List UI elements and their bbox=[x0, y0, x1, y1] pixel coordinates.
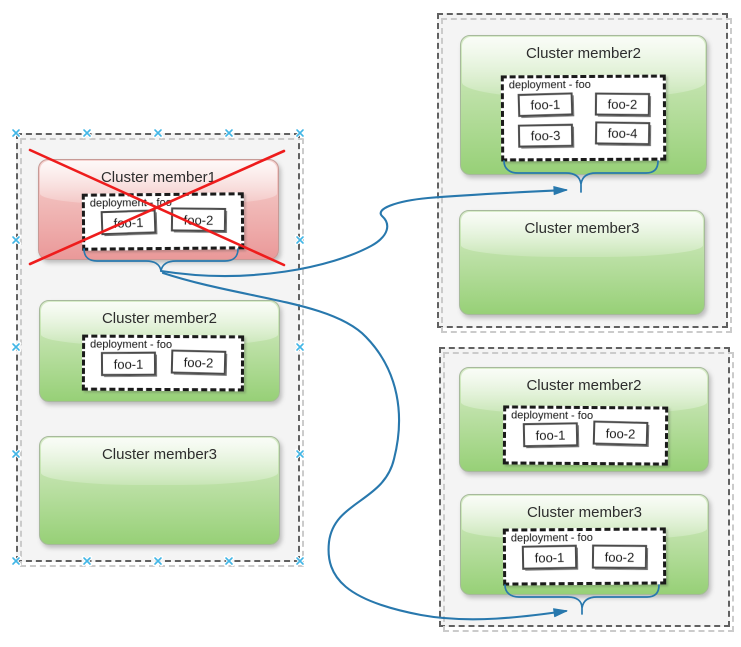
cluster-member3-box[interactable]: Cluster member3 bbox=[39, 436, 280, 545]
member-label: Cluster member3 bbox=[524, 220, 640, 237]
cluster-member3-box[interactable]: Cluster member3 deployment - foo foo-1 f… bbox=[460, 494, 709, 595]
foo-instance[interactable]: foo-2 bbox=[594, 92, 650, 117]
foo-instance[interactable]: foo-1 bbox=[100, 209, 156, 236]
deployment-label: deployment - foo bbox=[511, 409, 594, 423]
deployment-label: deployment - foo bbox=[90, 338, 173, 352]
foo-instance[interactable]: foo-1 bbox=[522, 422, 579, 448]
deployment-label: deployment - foo bbox=[508, 78, 591, 92]
member-label: Cluster member3 bbox=[101, 446, 218, 463]
cluster-member1-failed-box[interactable]: Cluster member1 deployment - foo foo-1 f… bbox=[38, 159, 279, 260]
deployment-foo-box[interactable]: deployment - foo foo-1 foo-2 bbox=[502, 405, 669, 466]
foo-instance[interactable]: foo-2 bbox=[592, 420, 649, 446]
foo-instance[interactable]: foo-2 bbox=[170, 349, 226, 375]
member-label: Cluster member2 bbox=[525, 45, 642, 62]
member-label: Cluster member1 bbox=[100, 169, 217, 186]
cluster-group-option-a[interactable]: Cluster member2 deployment - foo foo-1 f… bbox=[437, 13, 732, 333]
foo-instance[interactable]: foo-1 bbox=[517, 92, 573, 118]
deployment-foo-box[interactable]: deployment - foo foo-1 foo-2 bbox=[81, 192, 245, 251]
deployment-foo-box[interactable]: deployment - foo foo-1 foo-2 bbox=[81, 334, 245, 392]
foo-instance[interactable]: foo-2 bbox=[170, 207, 226, 232]
instance-row: foo-1 foo-2 bbox=[85, 349, 241, 377]
deployment-foo-box[interactable]: deployment - foo foo-1 foo-2 bbox=[502, 527, 667, 586]
foo-instance[interactable]: foo-4 bbox=[594, 121, 650, 146]
member-label: Cluster member2 bbox=[526, 377, 642, 394]
deployment-foo-box[interactable]: deployment - foo foo-1 foo-2 foo-3 foo-4 bbox=[500, 74, 667, 162]
instance-row: foo-1 foo-2 bbox=[85, 207, 241, 236]
instance-grid: foo-1 foo-2 foo-3 foo-4 bbox=[504, 92, 663, 148]
cluster-member2-box[interactable]: Cluster member2 deployment - foo foo-1 f… bbox=[39, 300, 280, 402]
member-label: Cluster member3 bbox=[526, 504, 643, 521]
foo-instance[interactable]: foo-2 bbox=[591, 544, 648, 569]
cluster-member2-box[interactable]: Cluster member2 deployment - foo foo-1 f… bbox=[459, 367, 709, 472]
instance-row: foo-1 foo-2 bbox=[506, 420, 665, 448]
member-label: Cluster member2 bbox=[101, 310, 218, 327]
foo-instance[interactable]: foo-1 bbox=[100, 351, 156, 377]
instance-row: foo-1 foo-2 bbox=[506, 544, 663, 570]
cluster-member2-box[interactable]: Cluster member2 deployment - foo foo-1 f… bbox=[460, 35, 707, 175]
deployment-label: deployment - foo bbox=[510, 531, 593, 545]
cluster-group-option-b[interactable]: Cluster member2 deployment - foo foo-1 f… bbox=[439, 347, 734, 632]
foo-instance[interactable]: foo-3 bbox=[517, 123, 573, 148]
foo-instance[interactable]: foo-1 bbox=[521, 544, 578, 570]
cluster-group-before-failure[interactable]: Cluster member1 deployment - foo foo-1 f… bbox=[16, 133, 304, 567]
cluster-member3-box[interactable]: Cluster member3 bbox=[459, 210, 705, 315]
